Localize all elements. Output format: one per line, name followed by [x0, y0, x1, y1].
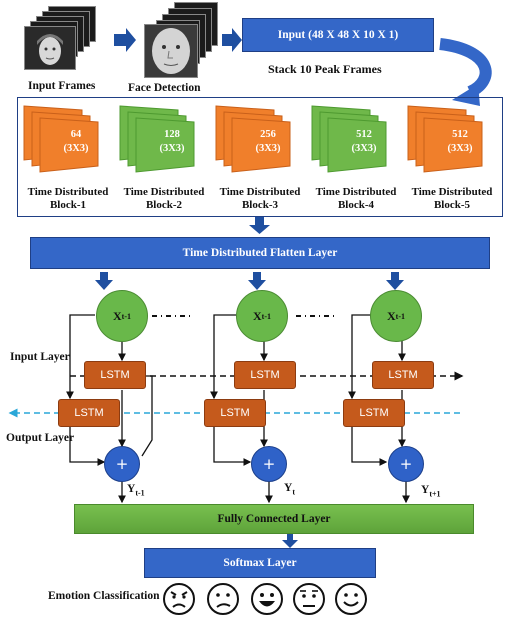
stack-peak-frames-caption: Stack 10 Peak Frames: [268, 62, 382, 76]
face-crop-icon: [152, 28, 190, 74]
block-5-trapezoid-stack: [407, 105, 483, 173]
face-detection-label: Face Detection: [128, 82, 201, 94]
y-output-label-2: Yt: [284, 482, 295, 497]
block-2-trapezoid-stack: [119, 105, 195, 173]
happy-face-icon: [251, 583, 283, 615]
sum-node-2: +: [251, 446, 287, 482]
timestep-1-wiring: [66, 314, 153, 504]
curved-arrow-icon: [439, 38, 492, 98]
angry-face-icon: [163, 583, 195, 615]
input-shape-box: Input (48 X 48 X 10 X 1): [242, 18, 434, 52]
block-2-spec: 128(3X3): [159, 129, 185, 154]
arrow-right-icon: [222, 28, 242, 52]
emotion-classification-label: Emotion Classification: [48, 590, 160, 602]
block-4-trapezoid-stack: [311, 105, 387, 173]
sum-node-3: +: [388, 446, 424, 482]
lstm-forward-3: LSTM: [372, 361, 434, 389]
lstm-forward-1: LSTM: [84, 361, 146, 389]
arrow-right-icon: [114, 28, 136, 52]
input-shape-label: Input (48 X 48 X 10 X 1): [277, 29, 399, 41]
block-4-spec: 512(3X3): [351, 129, 377, 154]
arrow-down-icon: [282, 534, 298, 548]
lstm-backward-3: LSTM: [343, 399, 405, 427]
blocks-panel-border: [17, 97, 503, 217]
face-photo-icon: [37, 34, 63, 65]
sum-node-1: +: [104, 446, 140, 482]
block-3-trapezoid-stack: [215, 105, 291, 173]
smile-face-icon: [335, 583, 367, 615]
flatten-layer-label: Time Distributed Flatten Layer: [182, 247, 338, 259]
y-output-label-1: Yt-1: [127, 483, 145, 498]
flatten-layer-bar: Time Distributed Flatten Layer: [30, 237, 490, 269]
block-1-trapezoid-stack: [23, 105, 99, 173]
fully-connected-label: Fully Connected Layer: [217, 513, 331, 525]
sad-face-icon: [207, 583, 239, 615]
softmax-label: Softmax Layer: [223, 557, 297, 569]
fully-connected-layer-bar: Fully Connected Layer: [74, 504, 474, 534]
face-detection-stack: [138, 2, 228, 80]
y-output-label-3: Yt+1: [421, 484, 441, 499]
lstm-backward-2: LSTM: [204, 399, 266, 427]
lstm-forward-2: LSTM: [234, 361, 296, 389]
neutral-face-icon: [293, 583, 325, 615]
input-frames-label: Input Frames: [28, 80, 96, 92]
arrow-down-icon: [249, 217, 270, 234]
input-frames-stack: [22, 6, 102, 72]
lstm-backward-1: LSTM: [58, 399, 120, 427]
block-3-spec: 256(3X3): [255, 129, 281, 154]
softmax-layer-bar: Softmax Layer: [144, 548, 376, 578]
output-layer-label: Output Layer: [6, 432, 75, 444]
block-5-spec: 512(3X3): [447, 129, 473, 154]
input-layer-label: Input Layer: [10, 351, 70, 363]
block-1-spec: 64(3X3): [63, 129, 89, 154]
